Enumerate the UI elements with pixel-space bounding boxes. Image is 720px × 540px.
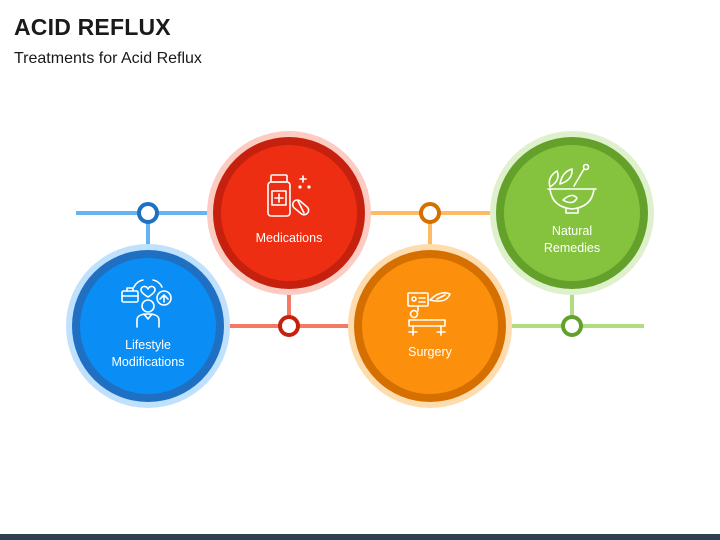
step-natural-label-line2: Remedies: [544, 241, 600, 255]
step-natural-label-line1: Natural: [552, 224, 592, 238]
junction-node-blue: [137, 202, 159, 224]
junction-node-red: [278, 315, 300, 337]
step-medications: Medications: [207, 131, 371, 295]
person-briefcase-heart-icon: [121, 279, 172, 328]
page-subtitle: Treatments for Acid Reflux: [14, 50, 202, 67]
page-title: ACID REFLUX: [14, 14, 171, 40]
step-lifestyle-label-line2: Modifications: [112, 355, 185, 369]
footer-bar: [0, 534, 720, 540]
step-lifestyle-circle: [80, 258, 216, 394]
step-medications-circle: [221, 145, 357, 281]
step-surgery-label: Surgery: [408, 345, 453, 359]
mortar-pestle-leaves-icon: [547, 163, 597, 214]
step-surgery: Surgery: [348, 244, 512, 408]
pill-bottle-icon: [267, 174, 311, 217]
step-lifestyle: Lifestyle Modifications: [66, 244, 230, 408]
step-medications-label: Medications: [256, 231, 323, 245]
junction-node-orange: [419, 202, 441, 224]
surgery-table-icon: [407, 292, 451, 336]
junction-node-green: [561, 315, 583, 337]
step-lifestyle-label-line1: Lifestyle: [125, 338, 171, 352]
junction-nodes: [137, 202, 583, 337]
step-natural: Natural Remedies: [490, 131, 654, 295]
